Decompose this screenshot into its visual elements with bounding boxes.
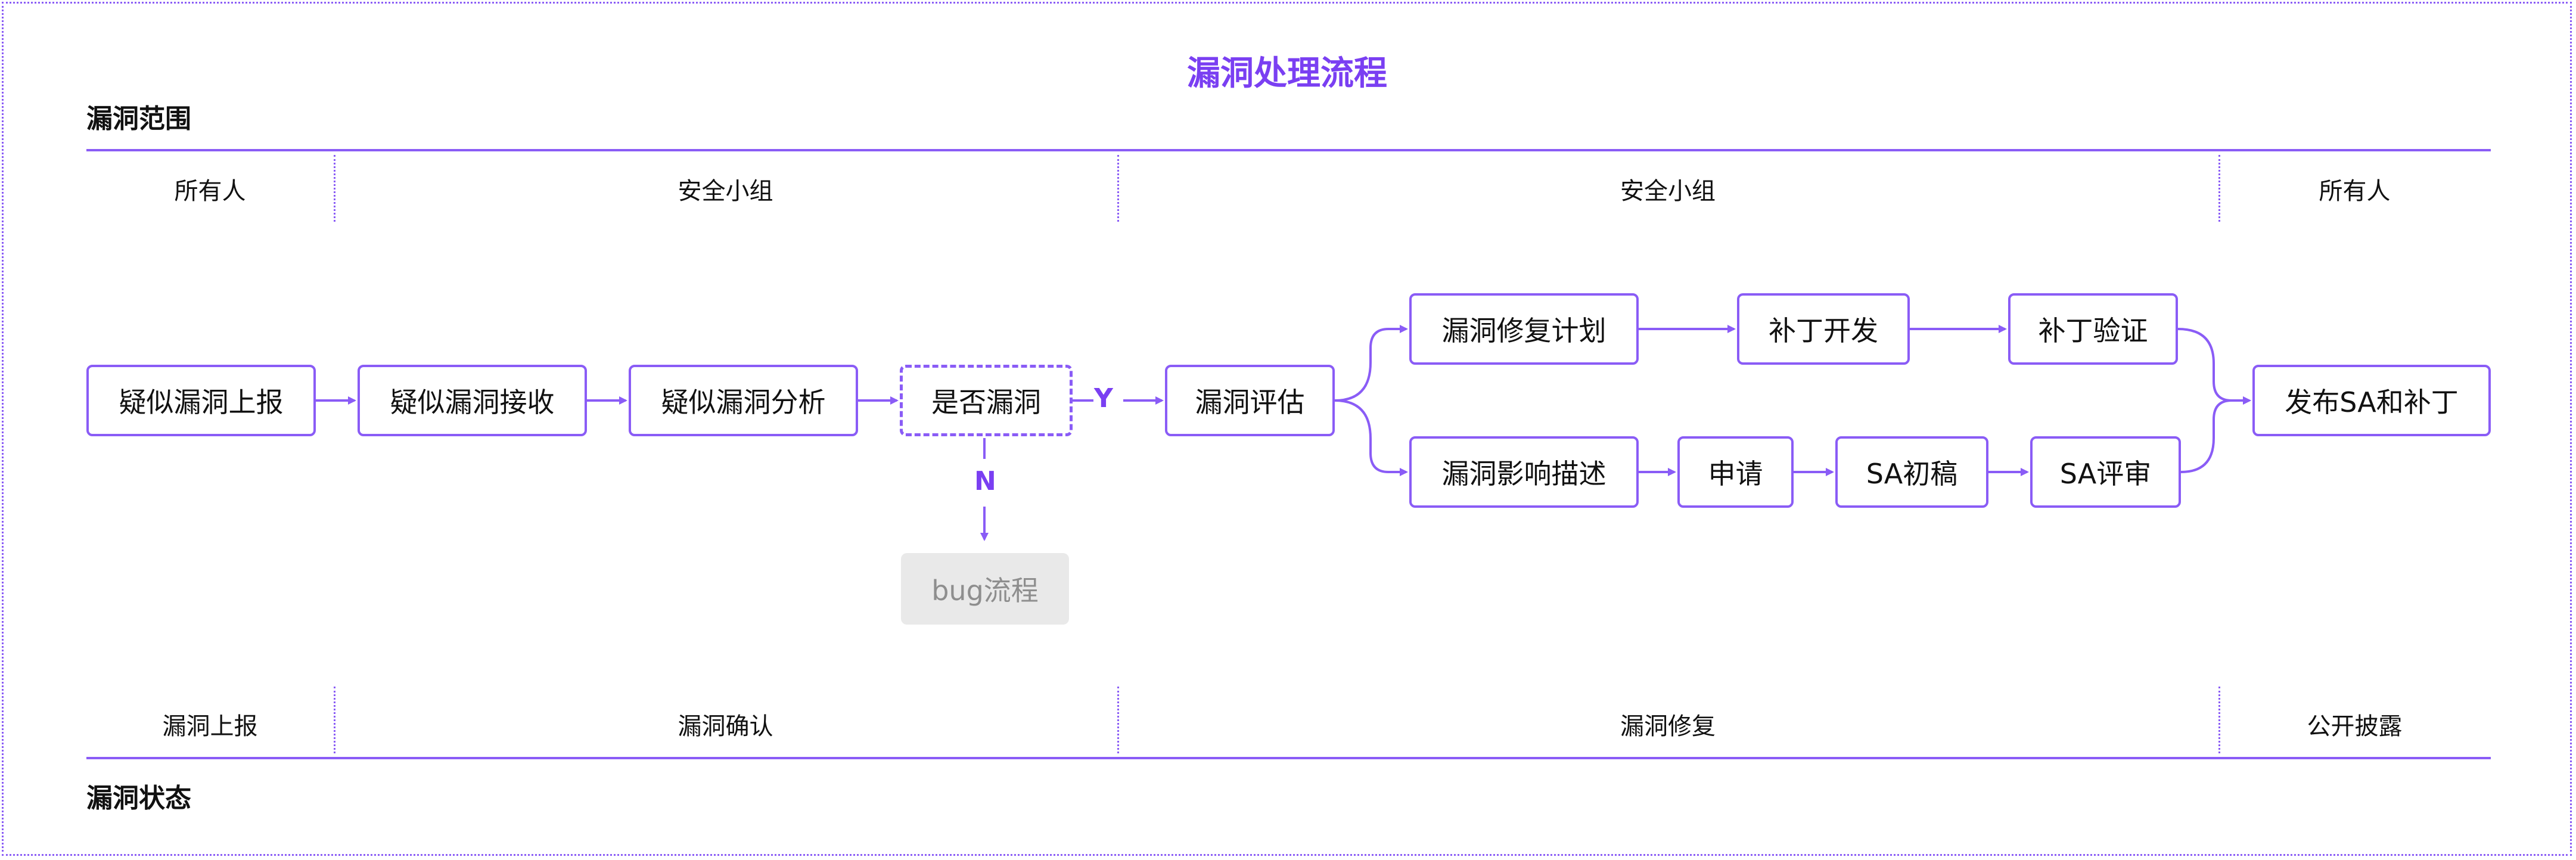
edge-label-yes: Y: [1094, 383, 1113, 414]
edge-assess-branch-down: [1334, 399, 1408, 476]
lane-divider-bottom-1: [334, 687, 335, 753]
lane-bottom-status-2: 漏洞确认: [678, 713, 773, 740]
lane-divider-bottom-2: [1117, 687, 1119, 753]
edge-review-publish: [2180, 396, 2251, 473]
section-label-bottom: 漏洞状态: [86, 783, 191, 814]
section-label-top: 漏洞范围: [86, 104, 191, 134]
lane-top-owner-4: 所有人: [2319, 178, 2391, 205]
node-bug-flow: bug流程: [901, 553, 1069, 625]
node-suspected-receive: 疑似漏洞接收: [358, 365, 587, 436]
lane-top-owner-2: 安全小组: [678, 178, 773, 205]
lane-bottom-status-3: 漏洞修复: [1620, 713, 1716, 740]
lane-divider-top-2: [1117, 155, 1119, 222]
node-impact-description: 漏洞影响描述: [1409, 436, 1639, 508]
diagram-title: 漏洞处理流程: [1187, 54, 1387, 93]
node-suspected-analyze: 疑似漏洞分析: [629, 365, 858, 436]
lane-bottom-status-1: 漏洞上报: [162, 713, 258, 740]
node-patch-verify: 补丁验证: [2008, 293, 2178, 365]
edge-assess-branch-up: [1334, 325, 1408, 402]
node-publish-sa-patch: 发布SA和补丁: [2252, 365, 2491, 436]
lane-divider-top-3: [2218, 155, 2220, 222]
node-fix-plan: 漏洞修复计划: [1409, 293, 1639, 365]
node-sa-draft: SA初稿: [1835, 436, 1988, 508]
lane-top-owner-1: 所有人: [174, 178, 246, 205]
lane-bottom-status-4: 公开披露: [2307, 713, 2403, 740]
node-vuln-assess: 漏洞评估: [1165, 365, 1335, 436]
lane-top-owner-3: 安全小组: [1620, 178, 1716, 205]
bottom-rule: [86, 757, 2491, 759]
node-is-vulnerability-decision: 是否漏洞: [900, 365, 1073, 436]
lane-divider-bottom-3: [2218, 687, 2220, 753]
lane-divider-top-1: [334, 155, 335, 222]
node-patch-dev: 补丁开发: [1737, 293, 1910, 365]
node-sa-review: SA评审: [2030, 436, 2181, 508]
edge-label-no: N: [974, 466, 996, 496]
edge-verify-publish: [2177, 328, 2251, 405]
top-rule: [86, 149, 2491, 151]
node-apply: 申请: [1677, 436, 1794, 508]
node-suspected-report: 疑似漏洞上报: [86, 365, 316, 436]
